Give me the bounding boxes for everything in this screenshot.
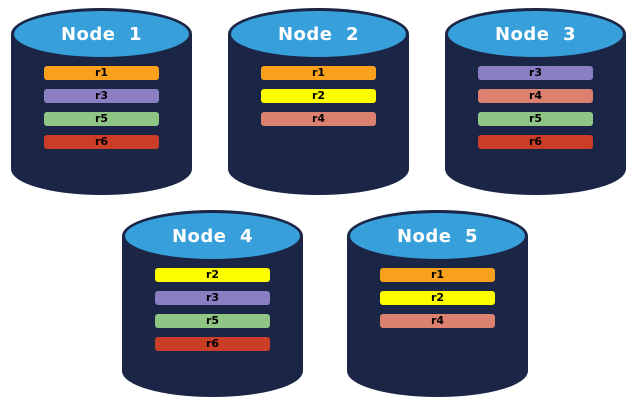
cylinder-top-ellipse: Node 5: [350, 213, 525, 259]
node-title: Node 4: [171, 225, 254, 247]
replica-bar-r4: r4: [261, 112, 376, 126]
cylinder-top-ellipse: Node 1: [14, 11, 189, 57]
database-node: Node 5 r1 r2 r4: [347, 210, 528, 397]
replica-bar-r5: r5: [478, 112, 593, 126]
replica-bar-r3: r3: [155, 291, 270, 305]
replica-list: r1 r2 r4: [380, 268, 495, 328]
cylinder-top-ellipse: Node 3: [448, 11, 623, 57]
replica-bar-r3: r3: [478, 66, 593, 80]
replica-bar-r5: r5: [44, 112, 159, 126]
replica-list: r3 r4 r5 r6: [478, 66, 593, 149]
replica-bar-r5: r5: [155, 314, 270, 328]
replica-list: r2 r3 r5 r6: [155, 268, 270, 351]
database-node: Node 1 r1 r3 r5 r6: [11, 8, 192, 195]
replica-bar-r3: r3: [44, 89, 159, 103]
database-node: Node 4 r2 r3 r5 r6: [122, 210, 303, 397]
replica-bar-r6: r6: [44, 135, 159, 149]
replica-bar-r2: r2: [155, 268, 270, 282]
replica-bar-r1: r1: [380, 268, 495, 282]
node-title: Node 3: [494, 23, 577, 45]
database-node: Node 2 r1 r2 r4: [228, 8, 409, 195]
replica-bar-r2: r2: [261, 89, 376, 103]
node-title: Node 2: [277, 23, 360, 45]
replica-bar-r4: r4: [478, 89, 593, 103]
database-node: Node 3 r3 r4 r5 r6: [445, 8, 626, 195]
node-title: Node 5: [396, 225, 479, 247]
cylinder-top-ellipse: Node 2: [231, 11, 406, 57]
node-title: Node 1: [60, 23, 143, 45]
replica-list: r1 r2 r4: [261, 66, 376, 126]
replica-bar-r1: r1: [44, 66, 159, 80]
replica-bar-r1: r1: [261, 66, 376, 80]
replica-bar-r6: r6: [155, 337, 270, 351]
cylinder-top-ellipse: Node 4: [125, 213, 300, 259]
replica-bar-r4: r4: [380, 314, 495, 328]
replica-bar-r6: r6: [478, 135, 593, 149]
replica-list: r1 r3 r5 r6: [44, 66, 159, 149]
replica-bar-r2: r2: [380, 291, 495, 305]
